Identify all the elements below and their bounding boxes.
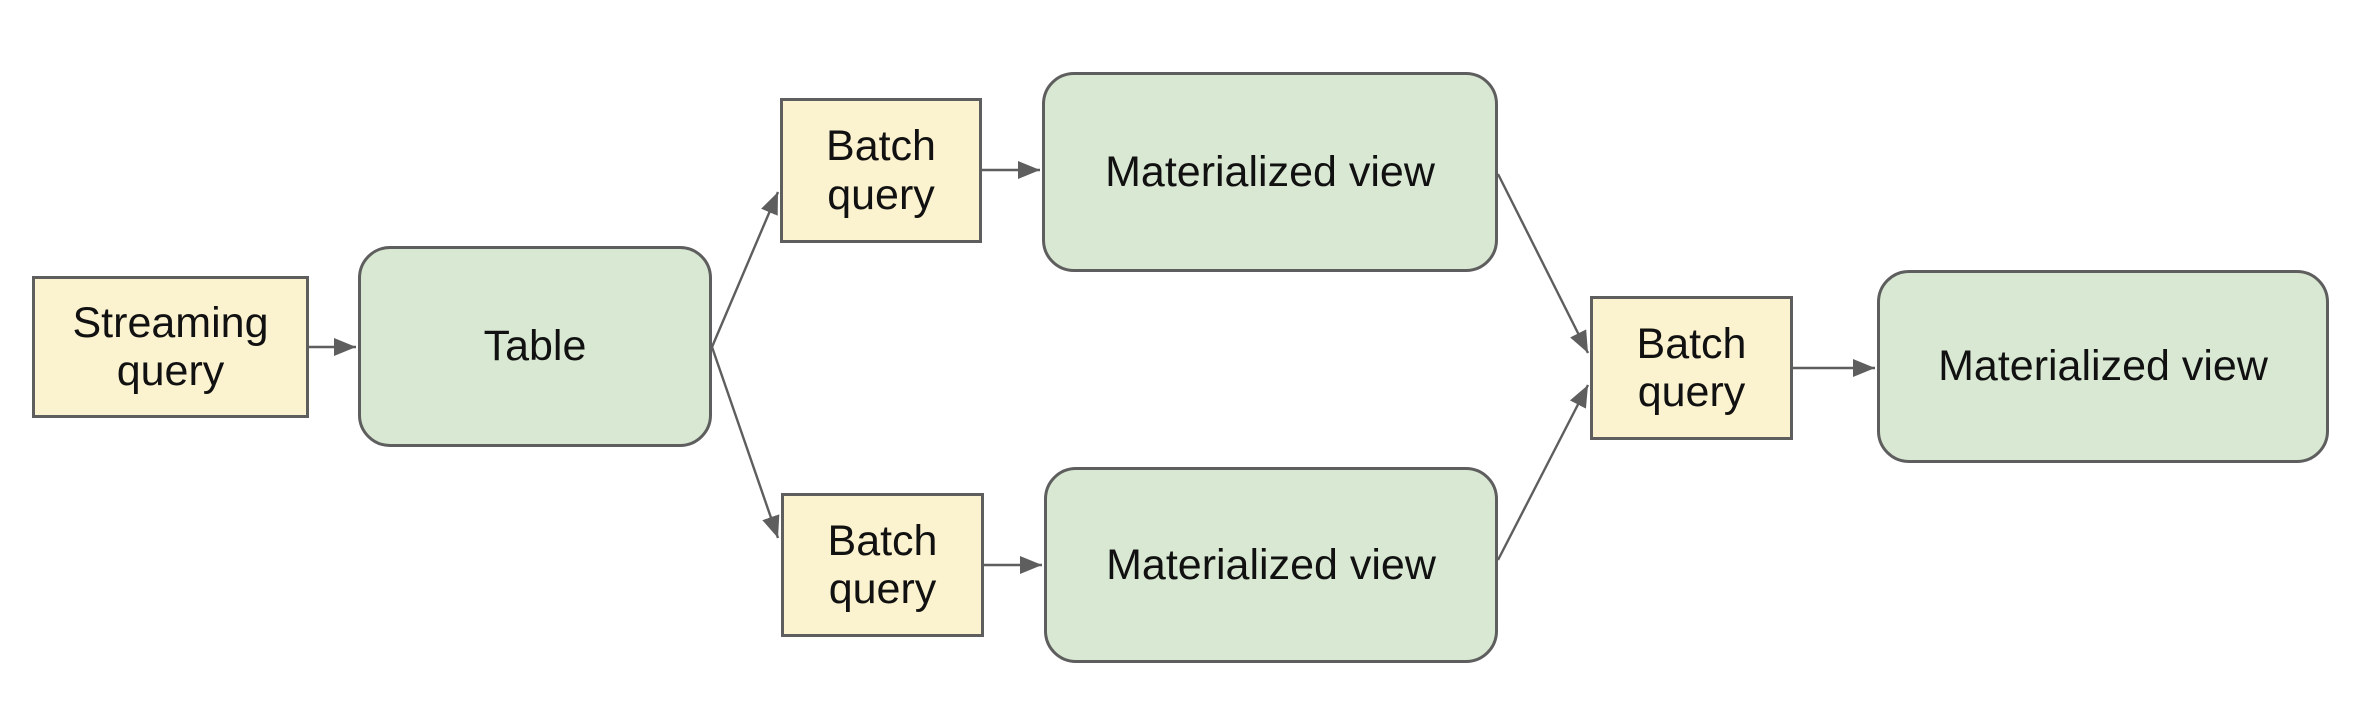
node-label: Batch query [1636, 319, 1747, 416]
node-table: Table [358, 246, 712, 447]
node-label: Batch query [827, 516, 938, 613]
node-materialized-view-bottom: Materialized view [1044, 467, 1498, 663]
node-batch-query-bottom: Batch query [781, 493, 984, 637]
edge-table-to-batch-query-top [710, 191, 780, 348]
node-label: Batch query [826, 122, 936, 219]
edge-mv-bottom-to-batch-query-middle [1496, 384, 1590, 561]
node-streaming-query: Streaming query [32, 276, 309, 418]
node-label: Materialized view [1938, 342, 2268, 391]
edge-mv-top-to-batch-query-middle [1496, 173, 1590, 354]
node-materialized-view-final: Materialized view [1877, 270, 2329, 463]
node-batch-query-top: Batch query [780, 98, 982, 243]
node-label: Streaming query [72, 298, 269, 395]
node-label: Materialized view [1105, 147, 1435, 196]
node-label: Materialized view [1106, 540, 1436, 589]
edge-table-to-batch-query-bottom [710, 346, 780, 539]
node-batch-query-middle: Batch query [1590, 296, 1793, 440]
node-materialized-view-top: Materialized view [1042, 72, 1498, 272]
node-label: Table [483, 322, 587, 371]
